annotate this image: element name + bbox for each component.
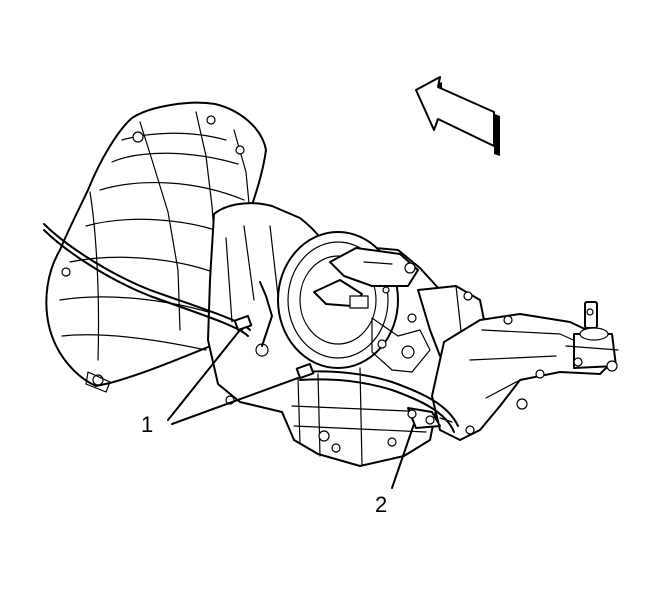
callout-label-1: 1 xyxy=(141,412,153,437)
callout-label-2: 2 xyxy=(375,492,387,517)
transmission-case xyxy=(207,202,445,467)
rear-mount xyxy=(565,301,619,372)
forward-direction-arrow-icon xyxy=(415,76,500,156)
cooler-lines xyxy=(43,223,459,433)
extension-housing xyxy=(407,285,615,441)
top-housing xyxy=(313,247,431,373)
callout-leaders xyxy=(167,329,415,489)
sensor xyxy=(407,407,453,429)
